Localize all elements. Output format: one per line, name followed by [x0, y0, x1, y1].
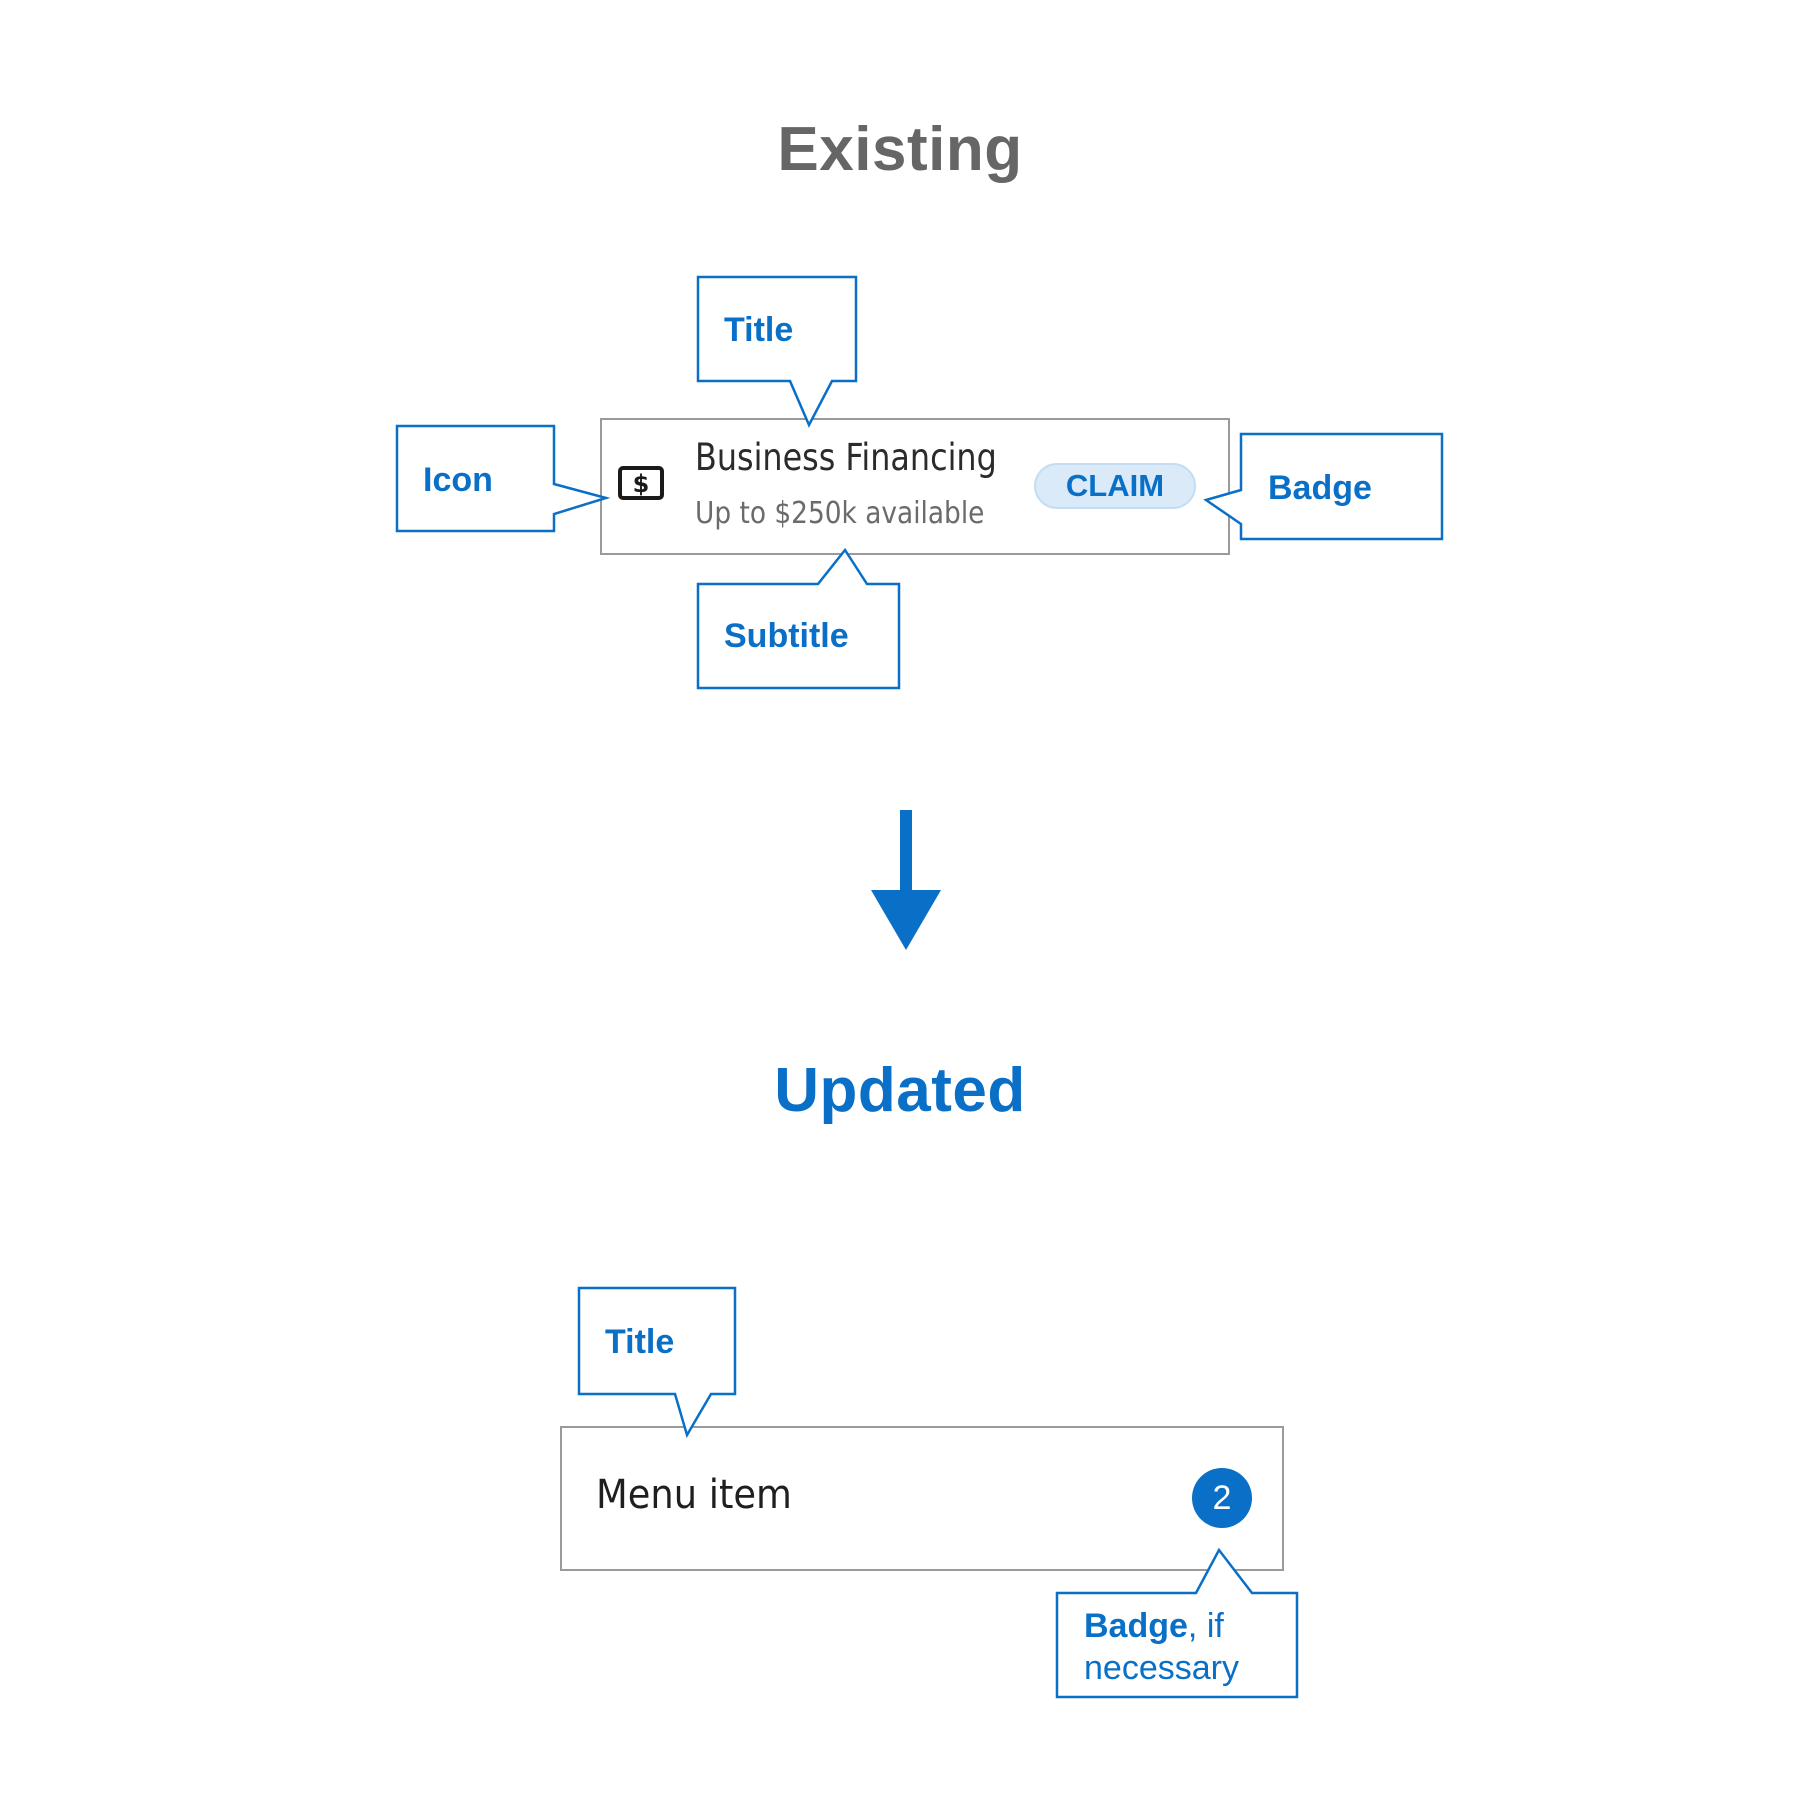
menu-item-title: Menu item [596, 1472, 792, 1518]
updated-heading: Updated [774, 1056, 1026, 1125]
item-title: Business Financing [695, 436, 997, 479]
existing-list-item: $ Business Financing Up to $250k availab… [600, 418, 1230, 555]
callout-title-label: Title [724, 311, 794, 349]
callout-icon-box [395, 424, 611, 533]
item-subtitle: Up to $250k available [695, 496, 985, 531]
claim-badge: CLAIM [1034, 463, 1196, 509]
dollar-bill-icon: $ [618, 466, 664, 500]
callout-badge-label: Badge [1268, 469, 1372, 507]
callout-subtitle-label: Subtitle [724, 617, 849, 655]
callout-title-box [696, 275, 858, 428]
callout-badge-line2-text: necessary [1084, 1649, 1239, 1687]
callout-badge-box [1203, 432, 1444, 541]
count-badge: 2 [1192, 1468, 1252, 1528]
callout-subtitle-box [696, 547, 901, 690]
callout-updated-title-label: Title [605, 1323, 675, 1361]
callout-updated-badge-box [1055, 1547, 1299, 1699]
updated-list-item: Menu item 2 [560, 1426, 1284, 1571]
existing-heading: Existing [777, 115, 1023, 184]
arrow-down-icon [871, 810, 941, 950]
callout-updated-badge-label: Badge, if necessary [1084, 1605, 1239, 1689]
callout-icon-label: Icon [423, 461, 493, 499]
callout-badge-bold-text: Badge [1084, 1607, 1188, 1645]
callout-badge-rest-text: , if [1187, 1607, 1224, 1645]
svg-text:$: $ [633, 470, 650, 498]
callout-updated-title-box [577, 1286, 737, 1439]
